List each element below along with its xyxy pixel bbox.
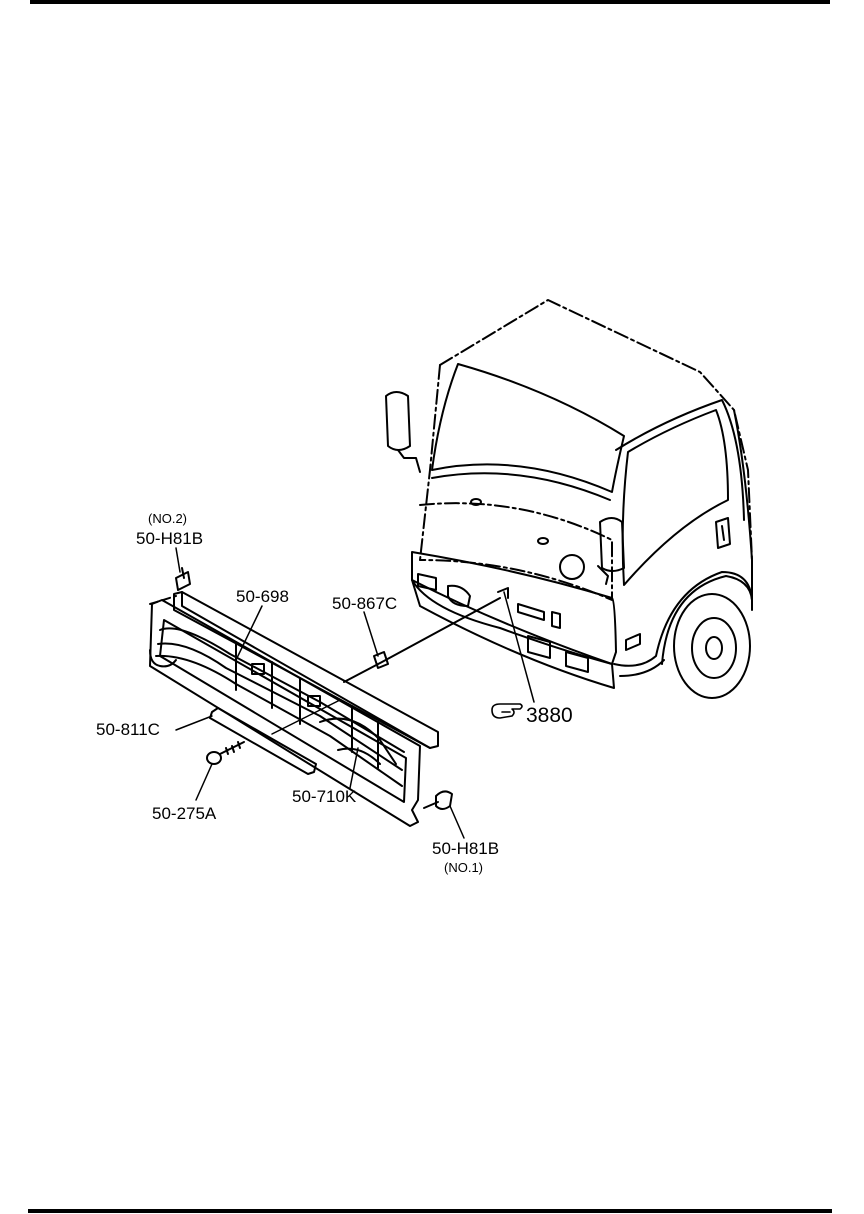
grille-lower-molding [319,717,397,765]
label-h81b-no1: 50-H81B [432,839,499,858]
front-fender [613,571,753,667]
grille-assembly [149,567,509,827]
pointing-hand-icon [491,703,523,719]
windshield-lower-trim [431,472,611,501]
label-50-867c: 50-867C [332,594,397,613]
leader-811c [175,715,213,731]
truck-cab-illustration [385,299,753,699]
leader-3880 [503,591,535,703]
grille-emblem-lower [307,695,321,707]
leader-275a [195,763,213,801]
label-50-698: 50-698 [236,587,289,606]
leader-lines [175,547,535,839]
fender-inner [619,659,665,677]
center-lamp [527,635,551,659]
mounting-line-stud [497,587,509,599]
label-h81b-no1-note: (NO.1) [444,860,483,875]
label-h81b-no2-note: (NO.2) [148,511,187,526]
grille-upper-bar-edge [181,591,431,749]
grille-lower-strip [209,707,317,775]
leader-710k [349,747,359,789]
wiper-pivot [470,498,482,506]
leader-h81b-no1 [449,805,465,839]
cab-rear-edge [733,409,753,611]
grille-slat-1 [159,627,405,753]
cab-roof-outline [439,299,753,561]
grille-left-end [149,649,177,668]
door-handle-detail [721,525,725,541]
side-marker-lamp [625,633,641,651]
grille-slat-2 [157,642,403,771]
emblem-mark [537,537,549,545]
plate-holder [517,603,545,621]
side-door-frame [615,399,745,521]
leader-h81b-no2 [175,547,181,573]
left-lamp [417,573,437,591]
door-handle [715,517,731,549]
right-mirror [599,517,625,572]
bottom-border-rule [28,1209,832,1213]
leader-710k-2 [271,699,341,735]
grille-emblem-upper [251,663,265,675]
right-mirror-arm [597,565,609,585]
front-bumper [411,551,617,665]
label-ref-3880: 3880 [526,704,573,727]
left-mirror [385,391,411,451]
grille-alignment-guide [149,595,177,605]
label-50-275a: 50-275A [152,804,217,823]
windshield [431,363,625,493]
left-mirror-arm [397,449,421,473]
clip-no1-neck [423,801,439,809]
front-wheel-hub [705,636,723,660]
part-labels: (NO.2) 50-H81B 50-698 50-867C 50-811C 50… [96,511,573,875]
label-50-811c: 50-811C [96,720,160,739]
mounting-line [343,597,501,683]
front-wheel-tire [673,593,751,699]
bumper-lower-edge [411,579,615,689]
front-wheel-rim [691,617,737,679]
right-lamp [565,651,589,673]
grille-lower-molding-inner [337,747,381,765]
screw-thread [225,741,241,755]
clip-no2-detail [181,567,185,579]
tow-hook [551,611,561,629]
screw-head [206,751,222,765]
top-border-rule [30,0,830,4]
side-mirror-round [559,554,585,580]
left-inner-lamp [447,584,471,607]
leader-698 [235,605,263,661]
leader-867c [363,611,379,657]
label-h81b-no2: 50-H81B [136,529,203,548]
wheel-arch [661,575,753,665]
cab-roof-front-edge [419,364,441,561]
label-50-710k: 50-710K [292,787,357,806]
